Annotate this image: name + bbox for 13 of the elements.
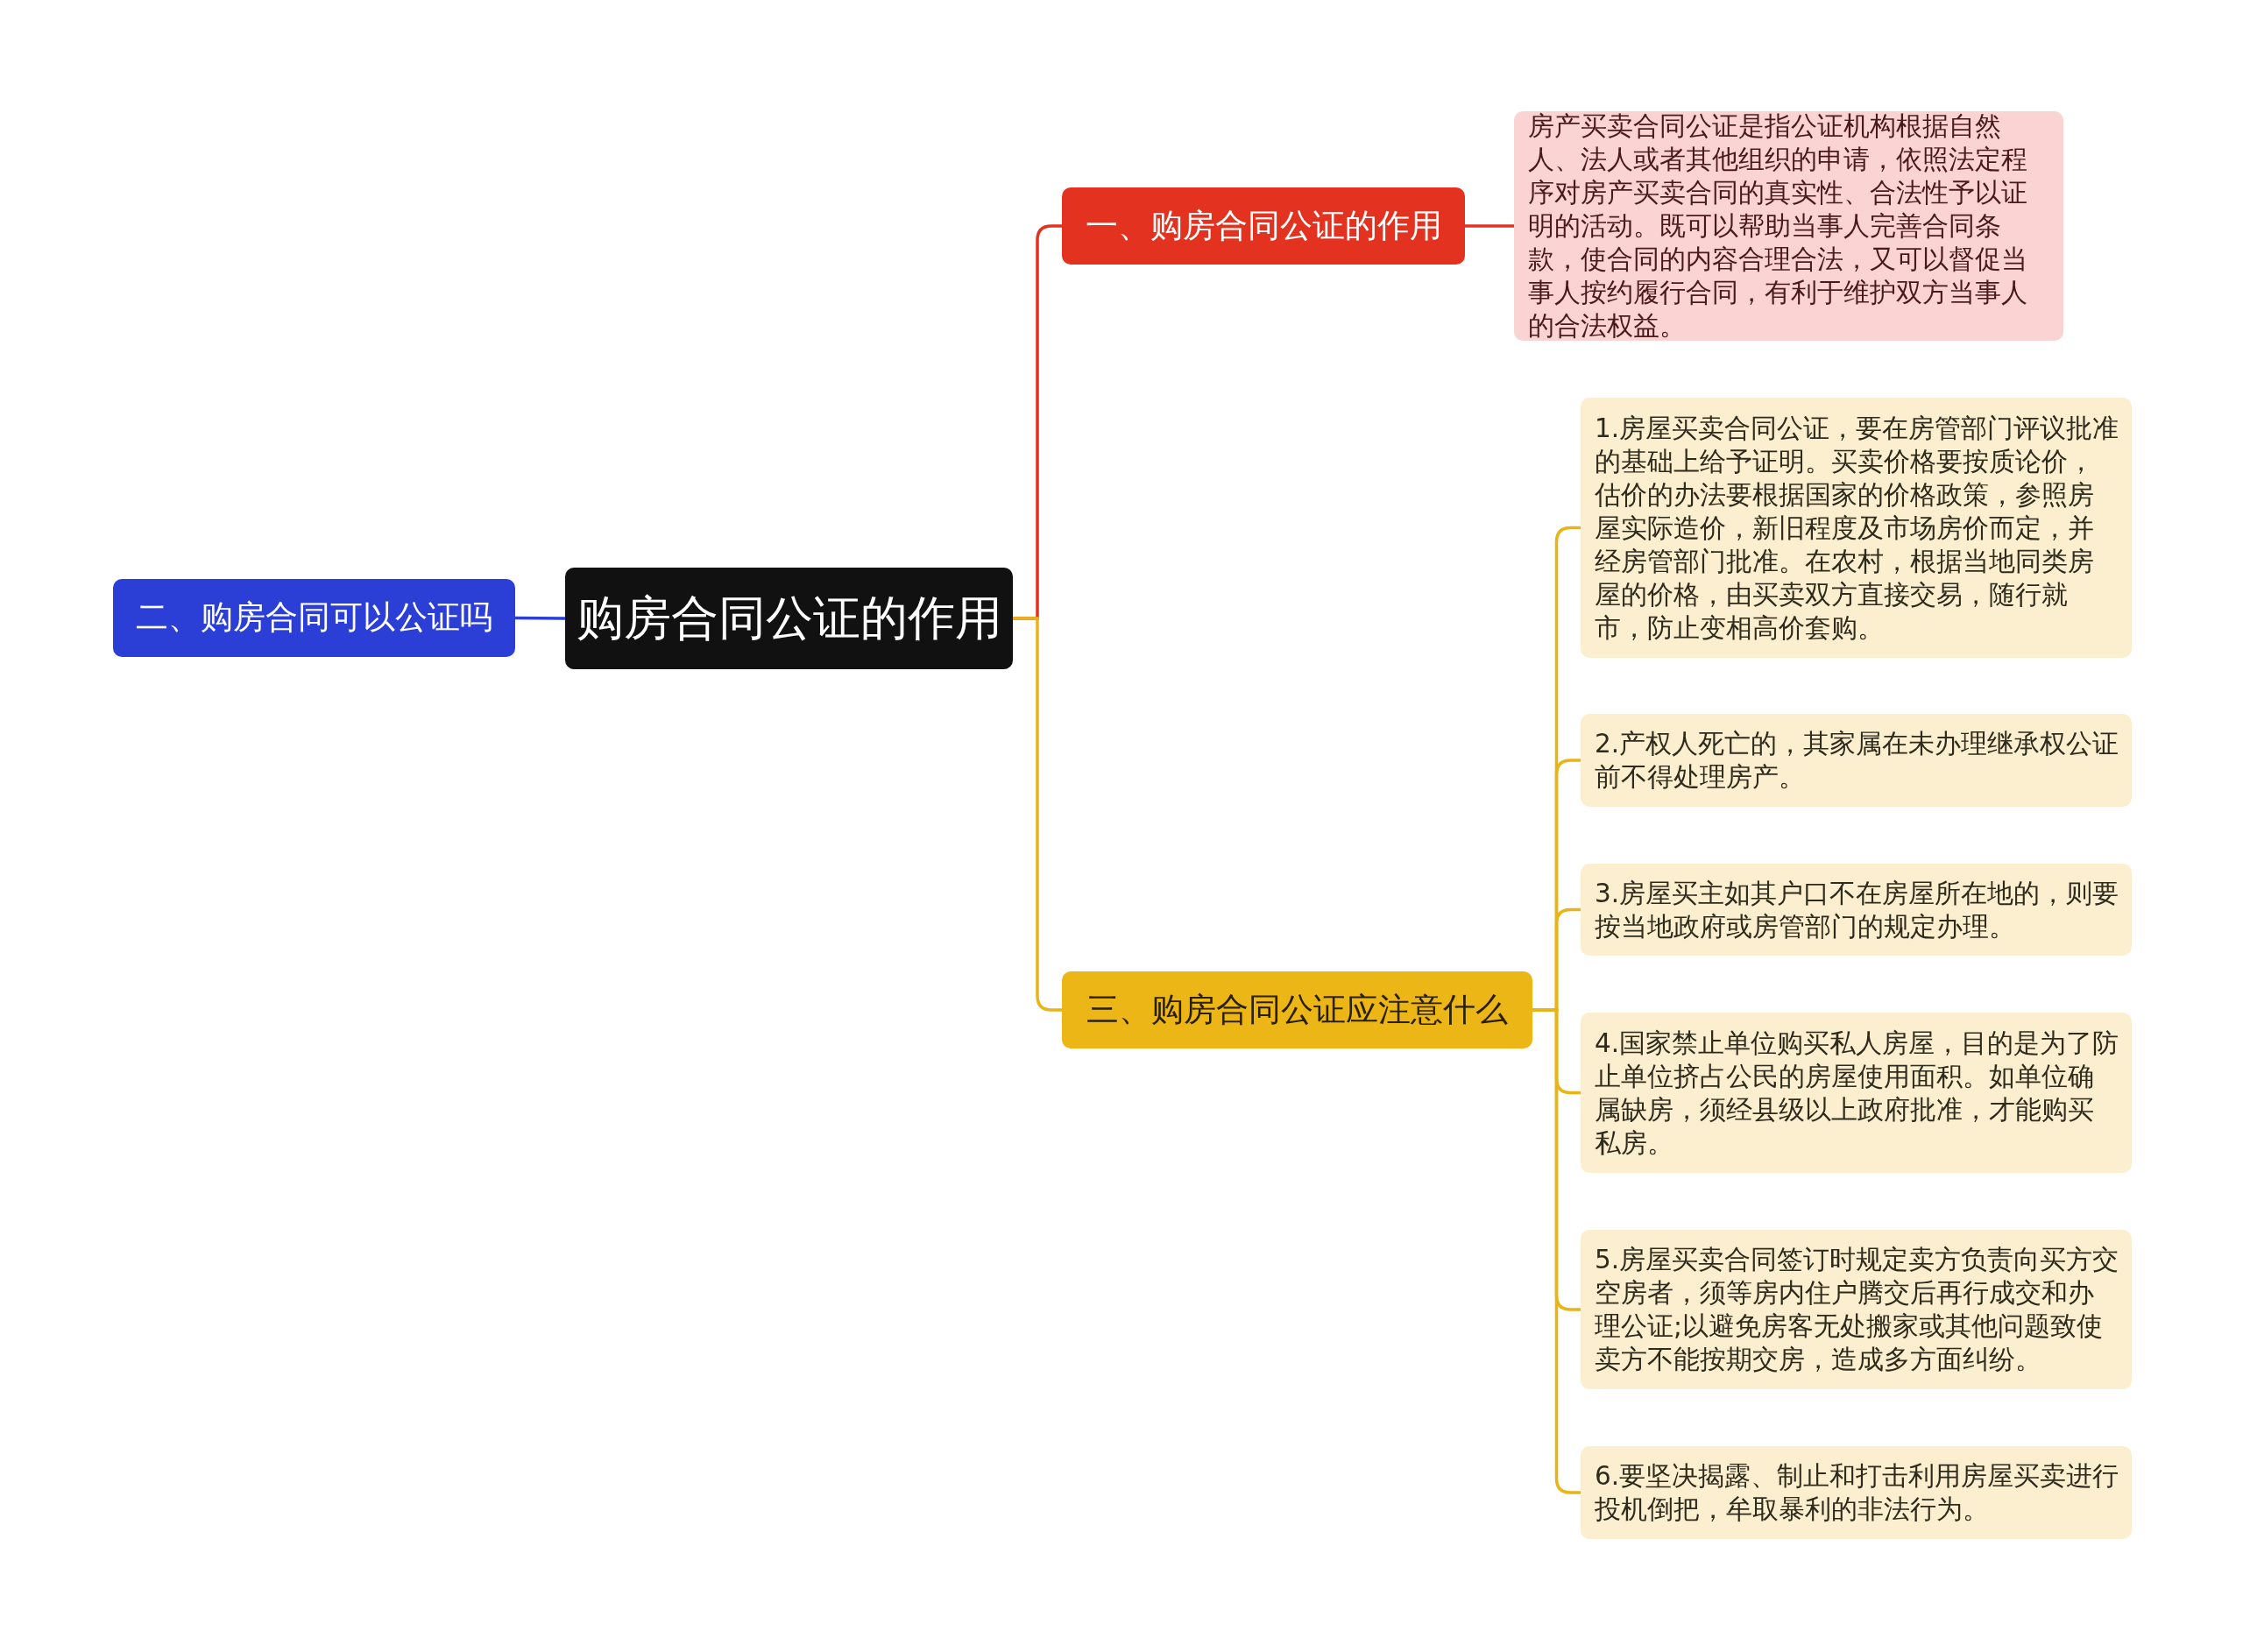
root-topic-box: 购房合同公证的作用	[565, 568, 1013, 669]
note-box: 1.房屋买卖合同公证，要在房管部门评议批准的基础上给予证明。买卖价格要按质论价，估价的办法要根据国家的价格政策，参照房屋实际造价，新旧程度及市场房价而定，并经房管部门批准。在农村，根据当地同类房屋的价格，由买卖双方直接交易，随行就市，防止变相高价套购。	[1581, 398, 2132, 658]
connector-line	[1465, 224, 1514, 228]
note-box: 2.产权人死亡的，其家属在未办理继承权公证前不得处理房产。	[1581, 714, 2132, 807]
note-box: 3.房屋买主如其户口不在房屋所在地的，则要按当地政府或房管部门的规定办理。	[1581, 864, 2132, 956]
connector-line	[515, 616, 565, 620]
topic-box: 三、购房合同公证应注意什么	[1062, 971, 1532, 1048]
note-box: 6.要坚决揭露、制止和打击利用房屋买卖进行投机倒把，牟取暴利的非法行为。	[1581, 1446, 2132, 1539]
topic-box: 一、购房合同公证的作用	[1062, 187, 1465, 265]
note-box: 5.房屋买卖合同签订时规定卖方负责向买方交空房者，须等房内住户腾交后再行成交和办理公证;以避免房客无处搬家或其他问题致使卖方不能按期交房，造成多方面纠纷。	[1581, 1230, 2132, 1389]
topic-box: 二、购房合同可以公证吗	[113, 579, 515, 657]
note-box: 房产买卖合同公证是指公证机构根据自然人、法人或者其他组织的申请，依照法定程序对房产买卖合同的真实性、合法性予以证明的活动。既可以帮助当事人完善合同条款，使合同的内容合理合法，又可以督促当事人按约履行合同，有利于维护双方当事人的合法权益。	[1514, 111, 2063, 341]
note-box: 4.国家禁止单位购买私人房屋，目的是为了防止单位挤占公民的房屋使用面积。如单位确属缺房，须经县级以上政府批准，才能购买私房。	[1581, 1013, 2132, 1173]
